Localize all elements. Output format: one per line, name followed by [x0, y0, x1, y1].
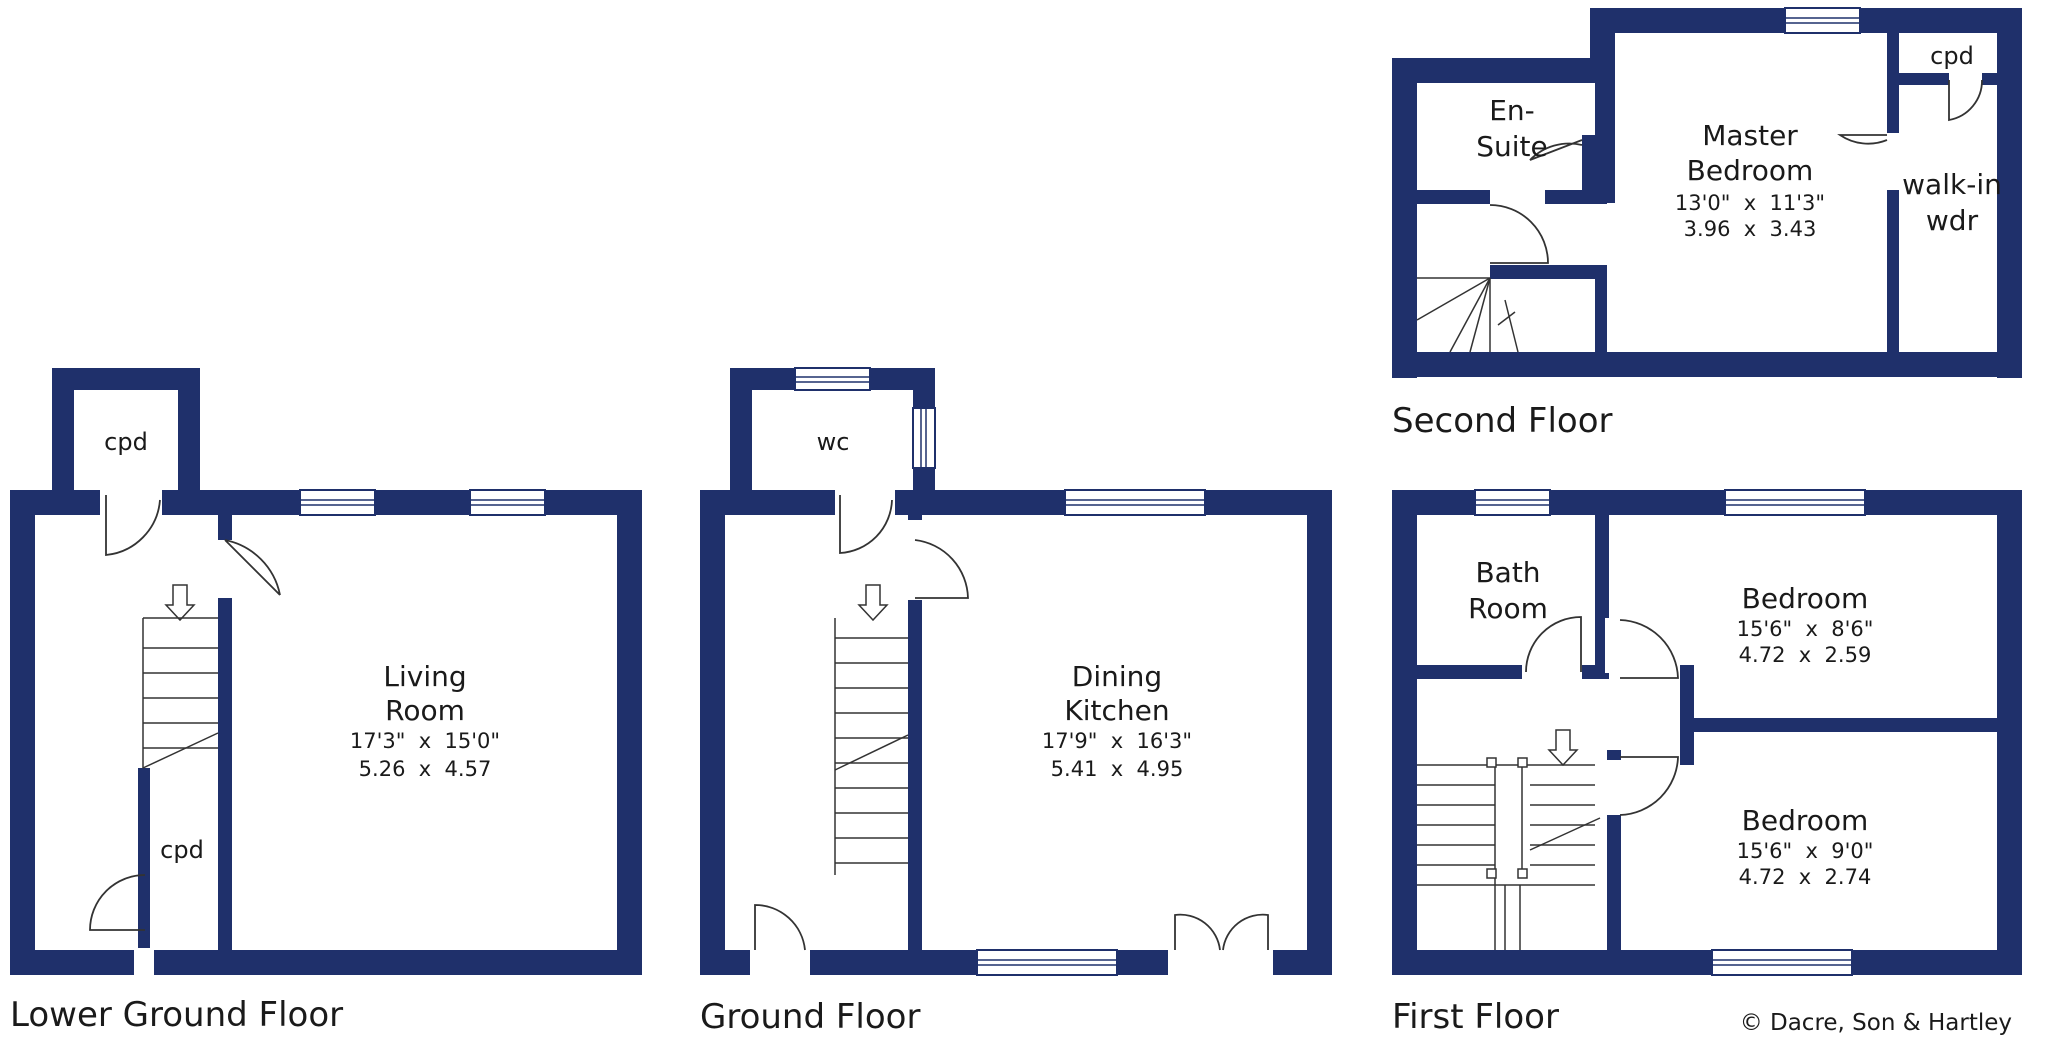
staircase	[834, 584, 909, 875]
windows	[794, 367, 1206, 976]
first-floor-title: First Floor	[1392, 997, 1559, 1037]
second-floor-cpd: cpd	[1930, 42, 1974, 70]
door-gaps	[1490, 188, 1545, 206]
dining-kitchen-imperial: 17'9" x 16'3"	[1042, 729, 1192, 753]
lower-ground-floor-plan	[10, 368, 642, 977]
windows	[1474, 489, 1866, 976]
copyright-notice: © Dacre, Son & Hartley	[1740, 1010, 2012, 1036]
bedroom-1-metric: 4.72 x 2.59	[1739, 643, 1872, 667]
walkin-name-2: wdr	[1926, 204, 1979, 237]
staircase	[1417, 729, 1601, 950]
lower-ground-cpd-top: cpd	[104, 428, 148, 456]
first-floor-plan	[1392, 489, 2022, 976]
wc-label: wc	[817, 428, 850, 456]
master-bedroom-imperial: 13'0" x 11'3"	[1675, 191, 1825, 215]
bedroom-2-imperial: 15'6" x 9'0"	[1737, 839, 1874, 863]
bathroom-name-1: Bath	[1475, 556, 1540, 589]
door-gaps	[1526, 618, 1623, 815]
living-room-imperial: 17'3" x 15'0"	[350, 729, 500, 753]
bedroom-1-imperial: 15'6" x 8'6"	[1737, 617, 1874, 641]
bedroom-1-name: Bedroom	[1742, 582, 1869, 615]
door-gaps	[750, 488, 1273, 977]
walkin-name-1: walk-in	[1902, 168, 2002, 201]
staircase	[142, 584, 219, 769]
staircase	[1416, 277, 1519, 353]
ensuite-name-2: Suite	[1476, 130, 1548, 163]
doors	[1525, 616, 1679, 816]
windows	[1784, 7, 1861, 34]
windows	[299, 489, 546, 516]
ensuite-name-1: En-	[1489, 94, 1535, 127]
lower-ground-cpd-lower: cpd	[160, 836, 204, 864]
second-floor-plan	[1392, 7, 2022, 378]
ground-floor-plan	[700, 367, 1332, 977]
bathroom-name-2: Room	[1468, 592, 1548, 625]
dining-kitchen-name-1: Dining	[1072, 660, 1162, 693]
living-room-metric: 5.26 x 4.57	[359, 757, 492, 781]
master-bedroom-name-1: Master	[1702, 119, 1798, 152]
second-floor-title: Second Floor	[1392, 401, 1613, 441]
master-bedroom-metric: 3.96 x 3.43	[1684, 217, 1817, 241]
living-room-name-1: Living	[383, 660, 466, 693]
walls	[1392, 8, 2022, 378]
living-room-name-2: Room	[385, 694, 465, 727]
dining-kitchen-name-2: Kitchen	[1064, 694, 1169, 727]
door-gaps	[100, 488, 162, 977]
ground-floor-title: Ground Floor	[700, 997, 920, 1037]
dining-kitchen-metric: 5.41 x 4.95	[1051, 757, 1184, 781]
bedroom-2-metric: 4.72 x 2.74	[1739, 865, 1872, 889]
walls	[700, 368, 1332, 975]
doors	[89, 495, 281, 931]
doors	[1489, 79, 1983, 264]
lower-ground-floor-title: Lower Ground Floor	[10, 995, 343, 1035]
master-bedroom-name-2: Bedroom	[1687, 154, 1814, 187]
walls	[10, 368, 642, 975]
room-labels: cpd cpd Living Room 17'3" x 15'0" 5.26 x…	[10, 42, 2012, 1037]
doors	[754, 495, 1269, 951]
bedroom-2-name: Bedroom	[1742, 804, 1869, 837]
